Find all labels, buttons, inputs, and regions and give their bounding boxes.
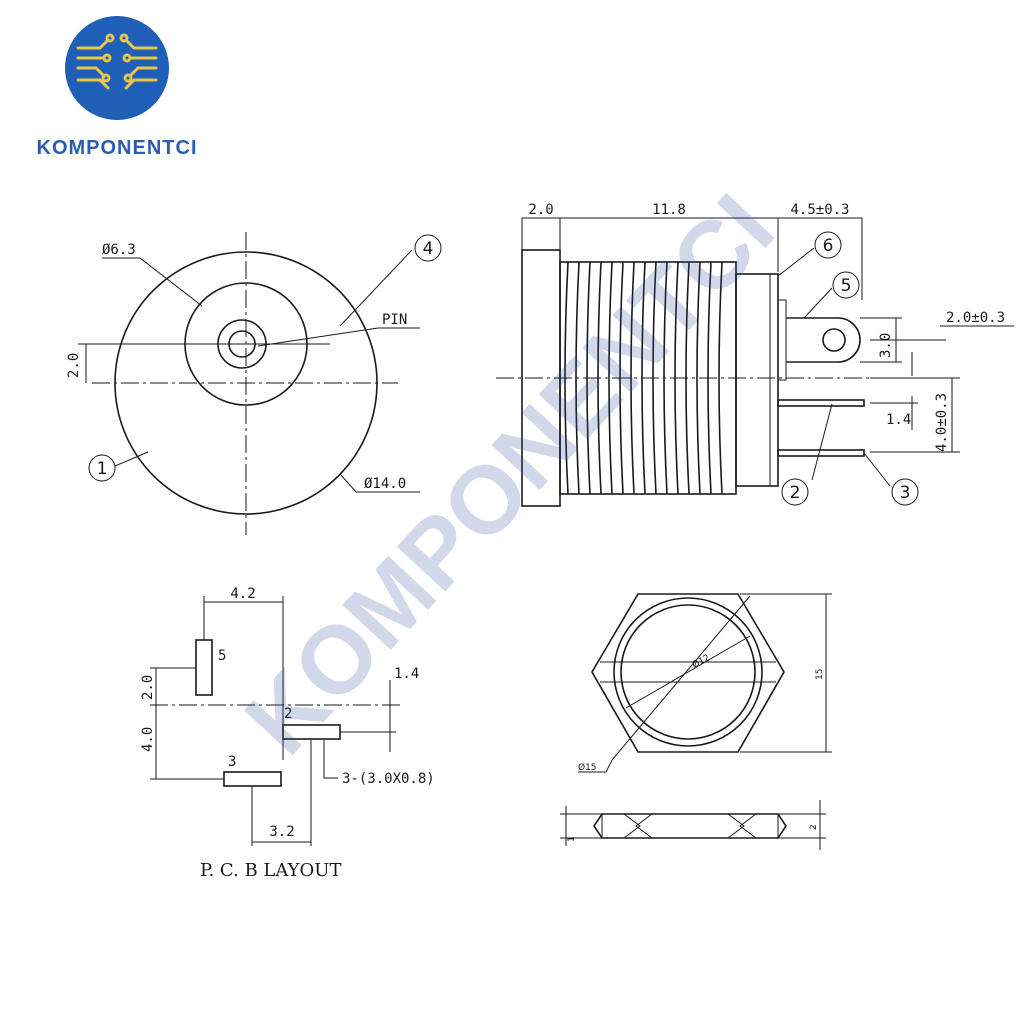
thread-ridge [641,261,646,495]
pin-label: PIN [382,312,407,328]
dim-nut-thickness: 2 [809,824,819,830]
pad-5-label: 5 [218,648,226,664]
callout-3: 3 [900,483,911,503]
thread-ridge [619,261,624,495]
pad-2-label: 2 [284,706,292,722]
hex-nut [591,593,785,753]
thread-ridge [696,261,701,495]
brand-logo: KOMPONENTCI [37,16,198,159]
brand-name: KOMPONENTCI [37,137,198,159]
rear-housing [735,273,779,487]
dim-pin-spacing: 4.0±0.3 [934,393,950,452]
pcb-layout-title: P. C. B LAYOUT [200,860,341,881]
thread-ridge [718,261,723,495]
outer-body-circle [114,251,378,515]
dim-pad2-offset: 1.4 [394,666,419,682]
terminal-2-pin [777,399,865,407]
dim-nut-inner: Ø12 [690,652,712,670]
pin-ring [217,319,267,369]
dim-pad5-offset: 2.0 [140,675,156,700]
pad-5 [195,639,213,696]
dim-nut-outer: Ø15 [578,762,597,773]
watermark: KOMPONENTCI [225,175,794,775]
thread-ridge [674,261,679,495]
thread-lines [564,261,723,495]
terminal-3-pin [777,449,865,457]
thread-ridge [652,261,657,495]
callout-1-circle [88,454,116,482]
callout-5: 5 [841,276,852,296]
pad-size-note: 3-(3.0X0.8) [342,771,435,787]
dim-outer-diameter: Ø14.0 [364,476,406,492]
nut-view: Ø12 Ø15 15 1 2 [560,593,832,850]
callout-2: 2 [790,483,801,503]
thread-ridge [685,261,690,495]
logo-circle-icon [65,16,169,120]
inner-circle [184,282,308,406]
nut-profile [593,813,787,839]
dim-flange: 2.0 [528,202,553,218]
thread-ridge [564,261,569,495]
dim-thread: 11.8 [652,202,686,218]
dim-tab-offset: 2.0±0.3 [946,310,1005,326]
dim-pin-gap: 1.4 [886,412,911,428]
thread-ridge [663,261,668,495]
callout-1: 1 [97,459,108,479]
callout-4: 4 [423,239,434,259]
thread-ridge [608,261,613,495]
dim-offset: 2.0 [66,353,82,378]
callout-4-circle [414,234,442,262]
thread-ridge [707,261,712,495]
thread-ridge [630,261,635,495]
dim-pcb-bottom: 3.2 [269,824,294,840]
dim-tab-height: 3.0 [878,333,894,358]
callout-6: 6 [823,236,834,256]
circuit-traces-icon [76,33,158,90]
dim-inner-diameter: Ø6.3 [102,242,136,258]
thread-ridge [597,261,602,495]
pcb-layout: 4.2 5 2 3 2.0 4.0 1.4 3-(3.0X0.8) 3.2 P.… [140,586,435,881]
dim-pcb-width: 4.2 [230,586,255,602]
dim-nut-edge: 1 [567,836,577,842]
front-view: Ø6.3 PIN 4 1 Ø14.0 2.0 [66,232,442,535]
thread-ridge [575,261,580,495]
pad-3-label: 3 [228,754,236,770]
side-view: 2.0 11.8 4.5±0.3 6 5 3.0 2 [496,202,1014,507]
pin-center [228,330,256,358]
pad-3 [223,771,282,787]
dim-nut-height: 15 [815,669,825,680]
dim-vertical: 4.0 [140,727,156,752]
dim-rear: 4.5±0.3 [790,202,849,218]
terminal-5-tab [786,317,861,363]
thread-ridge [586,261,591,495]
